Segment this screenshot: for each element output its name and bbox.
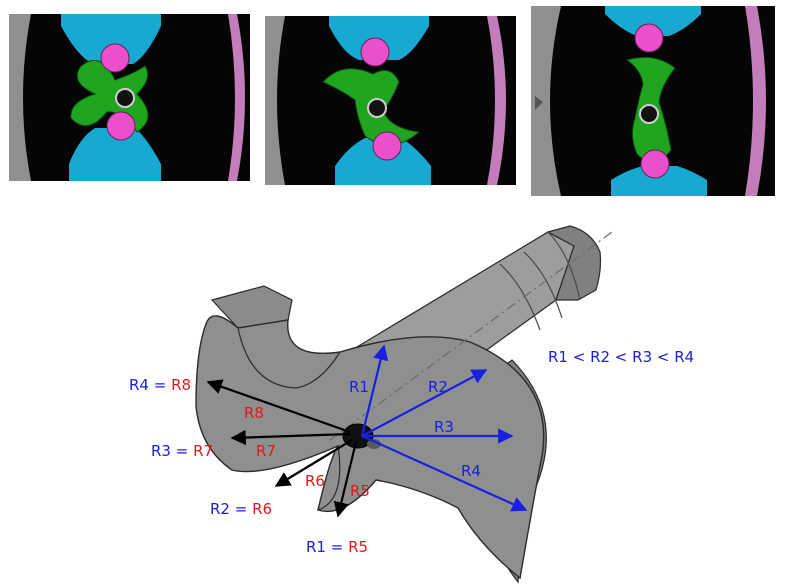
equality-r1-r5: R1 = R5 <box>306 538 368 556</box>
cam-photo-panel-3 <box>531 6 775 196</box>
cam-photo-panel-2 <box>265 16 516 185</box>
cam-radius-diagram: R1 R2 R3 R4 R8 R7 R6 R5 R1 < R2 < R3 < R… <box>129 225 694 584</box>
equality-r2-r6: R2 = R6 <box>210 500 272 518</box>
label-r6: R6 <box>305 472 325 490</box>
radius-r6 <box>274 439 353 487</box>
shaft-step-3 <box>547 231 581 301</box>
lower-jaw <box>69 128 161 181</box>
shaft-hole <box>639 104 659 124</box>
shaft-hole-inner <box>367 439 381 449</box>
shaft <box>329 225 602 363</box>
upper-follower <box>360 37 390 67</box>
radius-r1 <box>360 344 389 437</box>
label-r2: R2 <box>428 378 448 396</box>
right-rail <box>745 6 766 196</box>
radius-relation: R1 < R2 < R3 < R4 <box>548 348 694 366</box>
shaft-hole <box>115 88 135 108</box>
left-wheel-edge <box>9 14 31 181</box>
cam-photo-1 <box>9 14 250 181</box>
lower-jaw <box>611 166 707 196</box>
lower-follower <box>106 111 136 141</box>
shaft-step-1 <box>499 263 541 331</box>
upper-jaw <box>605 6 701 36</box>
lower-follower <box>372 131 402 161</box>
cam-inner-notch <box>237 327 341 389</box>
label-r1: R1 <box>349 378 369 396</box>
wheel-notch <box>535 96 543 110</box>
left-wheel-edge <box>531 6 561 196</box>
radius-r8 <box>206 379 351 434</box>
right-rail <box>228 14 245 181</box>
cam-lower-notch <box>317 445 341 511</box>
shaft-end <box>546 225 602 301</box>
radius-r2 <box>361 369 488 437</box>
radius-r5 <box>333 441 358 518</box>
radius-r4 <box>361 434 528 512</box>
cam-photo-panel-1 <box>9 14 250 181</box>
label-r8: R8 <box>244 404 264 422</box>
shaft-step-2 <box>523 251 563 319</box>
upper-follower <box>100 43 130 73</box>
label-r7: R7 <box>256 442 276 460</box>
right-rail <box>487 16 506 185</box>
label-r4: R4 <box>461 462 481 480</box>
cam-photo-2 <box>265 16 516 185</box>
lower-jaw <box>335 138 431 185</box>
left-wheel-edge <box>265 16 285 185</box>
lower-follower <box>640 149 670 179</box>
axis-centerline <box>329 231 613 441</box>
upper-jaw <box>329 16 429 60</box>
shaft-hole <box>367 98 387 118</box>
upper-jaw <box>61 14 161 64</box>
radius-r7 <box>230 429 351 446</box>
label-r3: R3 <box>434 418 454 436</box>
equality-r4-r8: R4 = R8 <box>129 376 191 394</box>
cam-photo-3 <box>531 6 775 196</box>
label-r5: R5 <box>350 482 370 500</box>
cam-top-lip <box>210 285 293 329</box>
equality-r3-r7: R3 = R7 <box>151 442 213 460</box>
upper-follower <box>634 23 664 53</box>
